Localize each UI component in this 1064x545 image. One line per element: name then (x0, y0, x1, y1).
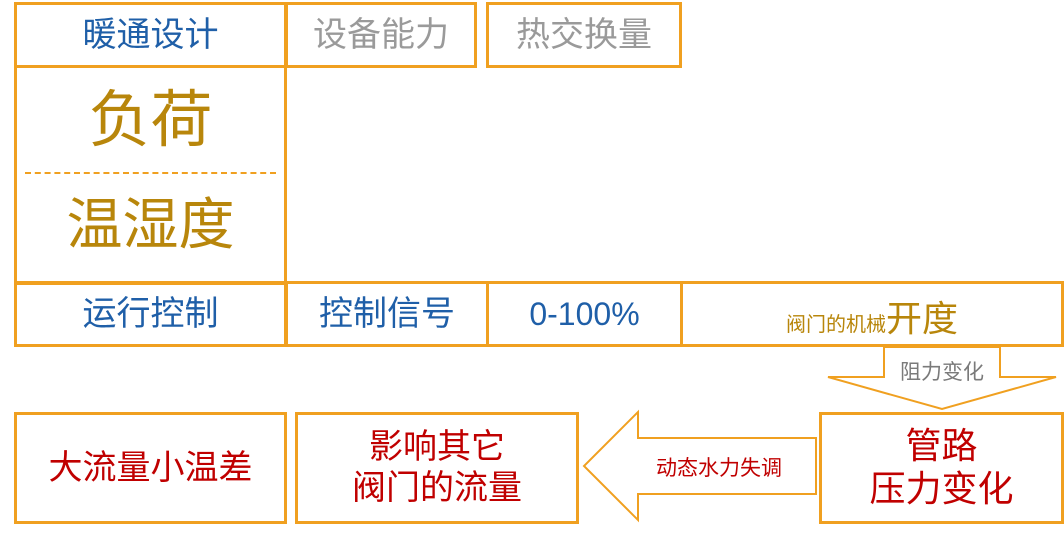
load-label: 负荷 (88, 82, 213, 156)
affect-other-valves-line2: 阀门的流量 (352, 468, 522, 508)
valve-opening-box: 阀门的机械 开度 (680, 281, 1064, 347)
operation-control-label: 运行控制 (82, 293, 219, 334)
resistance-change-label: 阻力变化 (900, 360, 984, 384)
affect-other-valves-box: 影响其它 阀门的流量 (295, 412, 579, 524)
big-flow-small-dt-box: 大流量小温差 (14, 412, 287, 524)
pipeline-line2: 压力变化 (869, 469, 1014, 510)
big-flow-small-dt-label: 大流量小温差 (48, 447, 253, 488)
control-signal-box: 控制信号 (285, 281, 489, 347)
left-arrow-icon (582, 409, 817, 523)
operation-control-box: 运行控制 (14, 281, 287, 347)
load-divider (25, 172, 276, 174)
heat-exchange-box: 热交换量 (486, 2, 682, 68)
heat-exchange-label: 热交换量 (516, 14, 652, 55)
hvac-design-box: 暖通设计 (14, 2, 287, 68)
control-signal-label: 控制信号 (319, 293, 455, 334)
temp-humidity-label: 温湿度 (66, 193, 235, 259)
pipeline-line1: 管路 (905, 425, 978, 467)
hvac-design-label: 暖通设计 (82, 14, 219, 55)
affect-other-valves-line1: 影响其它 (369, 427, 505, 468)
equipment-capacity-box: 设备能力 (285, 2, 477, 68)
valve-opening-label: 开度 (885, 299, 958, 340)
percent-range-box: 0-100% (486, 281, 683, 347)
percent-range-label: 0-100% (529, 295, 640, 332)
valve-mech-prefix: 阀门的机械 (785, 312, 886, 336)
pipeline-pressure-box: 管路 压力变化 (819, 412, 1064, 524)
equipment-capacity-label: 设备能力 (313, 14, 449, 55)
down-arrow-icon (827, 346, 1057, 411)
hydraulic-imbalance-label: 动态水力失调 (656, 456, 782, 480)
load-box: 负荷 温湿度 (14, 65, 287, 285)
